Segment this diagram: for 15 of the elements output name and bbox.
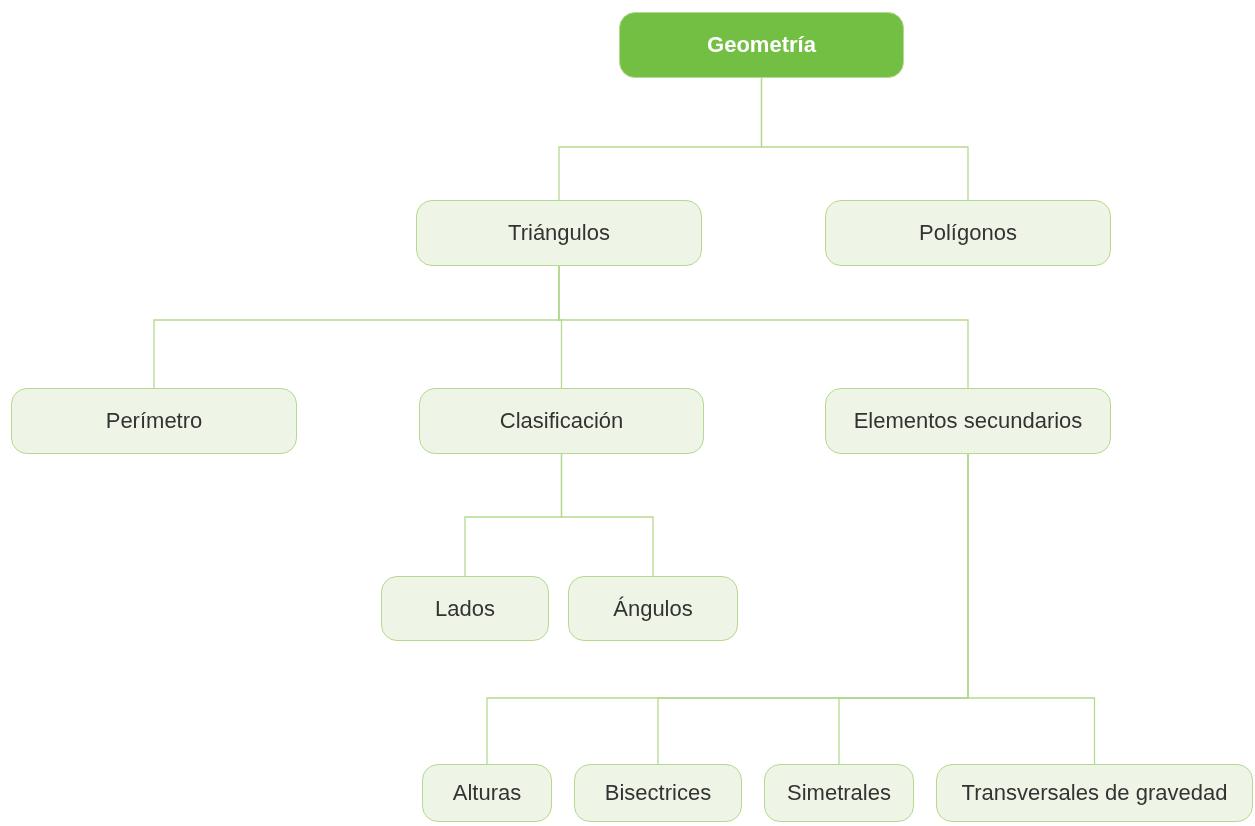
topic-box: Elementos secundarios bbox=[825, 388, 1111, 454]
topic-box: Lados bbox=[381, 576, 549, 641]
topic-box: Clasificación bbox=[419, 388, 704, 454]
topic-box: Alturas bbox=[422, 764, 552, 822]
root-topic-box: Geometría bbox=[619, 12, 904, 78]
topic-box: Simetrales bbox=[764, 764, 914, 822]
connector-line bbox=[760, 77, 969, 201]
topic-box: Polígonos bbox=[825, 200, 1111, 266]
connector-line bbox=[558, 265, 969, 389]
topic-box: Transversales de gravedad bbox=[936, 764, 1253, 822]
topic-box: Triángulos bbox=[416, 200, 702, 266]
topic-box: Ángulos bbox=[568, 576, 738, 641]
topic-box: Bisectrices bbox=[574, 764, 742, 822]
topic-box: Perímetro bbox=[11, 388, 297, 454]
connector-line bbox=[560, 453, 654, 577]
